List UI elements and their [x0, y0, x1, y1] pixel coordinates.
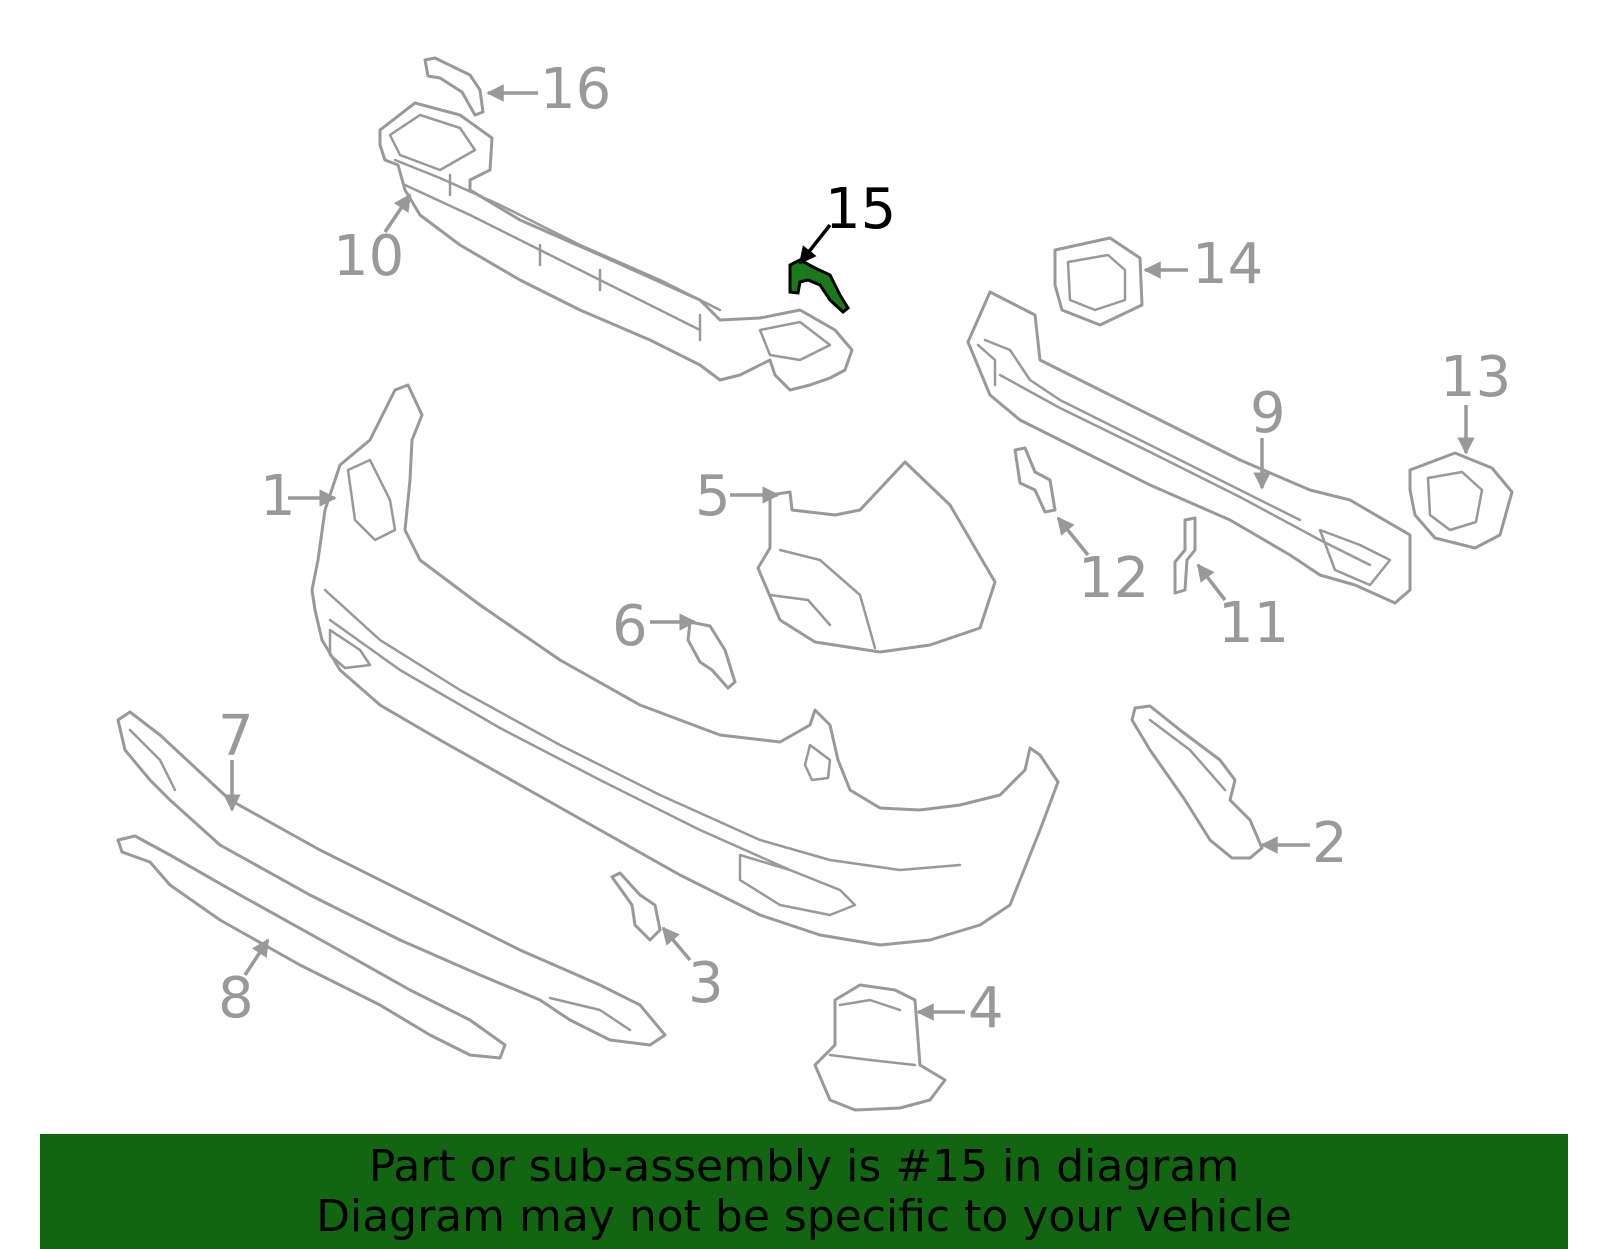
callout-3-label: 3 [688, 951, 724, 1016]
part-5-side-cover[interactable] [756, 460, 997, 654]
part-2-side-bracket[interactable] [1130, 704, 1264, 860]
banner-line-disclaimer: Diagram may not be specific to your vehi… [316, 1190, 1292, 1242]
callout-7-label: 7 [218, 704, 254, 769]
part-11-bracket[interactable] [1173, 516, 1197, 595]
callout-8-label: 8 [218, 966, 254, 1031]
callout-12-arrow [1056, 516, 1090, 557]
part-14-bracket[interactable] [1053, 236, 1144, 327]
part-3-clip[interactable] [610, 871, 662, 942]
callout-14-label: 14 [1192, 232, 1263, 297]
callout-10-arrow [383, 193, 412, 233]
callout-arrows [223, 84, 1475, 1021]
part-12-bracket[interactable] [1013, 446, 1057, 514]
callout-15-arrow [798, 223, 832, 265]
part-9-reinforcement-beam[interactable] [966, 290, 1412, 605]
callout-labels: 16 10 15 14 13 9 12 11 1 5 6 2 7 8 3 4 [218, 57, 1511, 1041]
callout-13-label: 13 [1440, 345, 1511, 410]
callout-5-label: 5 [695, 464, 731, 529]
part-1-bumper-cover[interactable] [310, 383, 1060, 947]
callout-12-label: 12 [1078, 546, 1149, 611]
banner-line-part-number: Part or sub-assembly is #15 in diagram [368, 1140, 1240, 1192]
callout-9-label: 9 [1250, 381, 1286, 446]
callout-10-label: 10 [333, 224, 404, 289]
callout-1-label: 1 [260, 464, 296, 529]
callout-8-arrow [243, 938, 270, 976]
part-13-bracket[interactable] [1408, 451, 1514, 550]
callout-15-label: 15 [825, 177, 896, 242]
part-6-cap[interactable] [686, 620, 737, 690]
callout-3-arrow [661, 926, 692, 962]
callout-16-label: 16 [540, 57, 611, 122]
part-8-lower-strip[interactable] [116, 834, 507, 1060]
notice-banner: Part or sub-assembly is #15 in diagram D… [40, 1134, 1568, 1249]
callout-11-arrow [1196, 563, 1227, 602]
callout-2-label: 2 [1312, 811, 1348, 876]
part-16-bracket[interactable] [423, 56, 485, 117]
callout-4-label: 4 [968, 976, 1004, 1041]
part-4-corner-bracket[interactable] [813, 983, 947, 1112]
part-15-bracket-highlighted[interactable] [788, 258, 850, 314]
callout-11-label: 11 [1218, 591, 1289, 656]
part-10-absorber[interactable] [378, 101, 854, 392]
callout-6-label: 6 [612, 594, 648, 659]
part-7-lower-trim[interactable] [116, 710, 667, 1047]
